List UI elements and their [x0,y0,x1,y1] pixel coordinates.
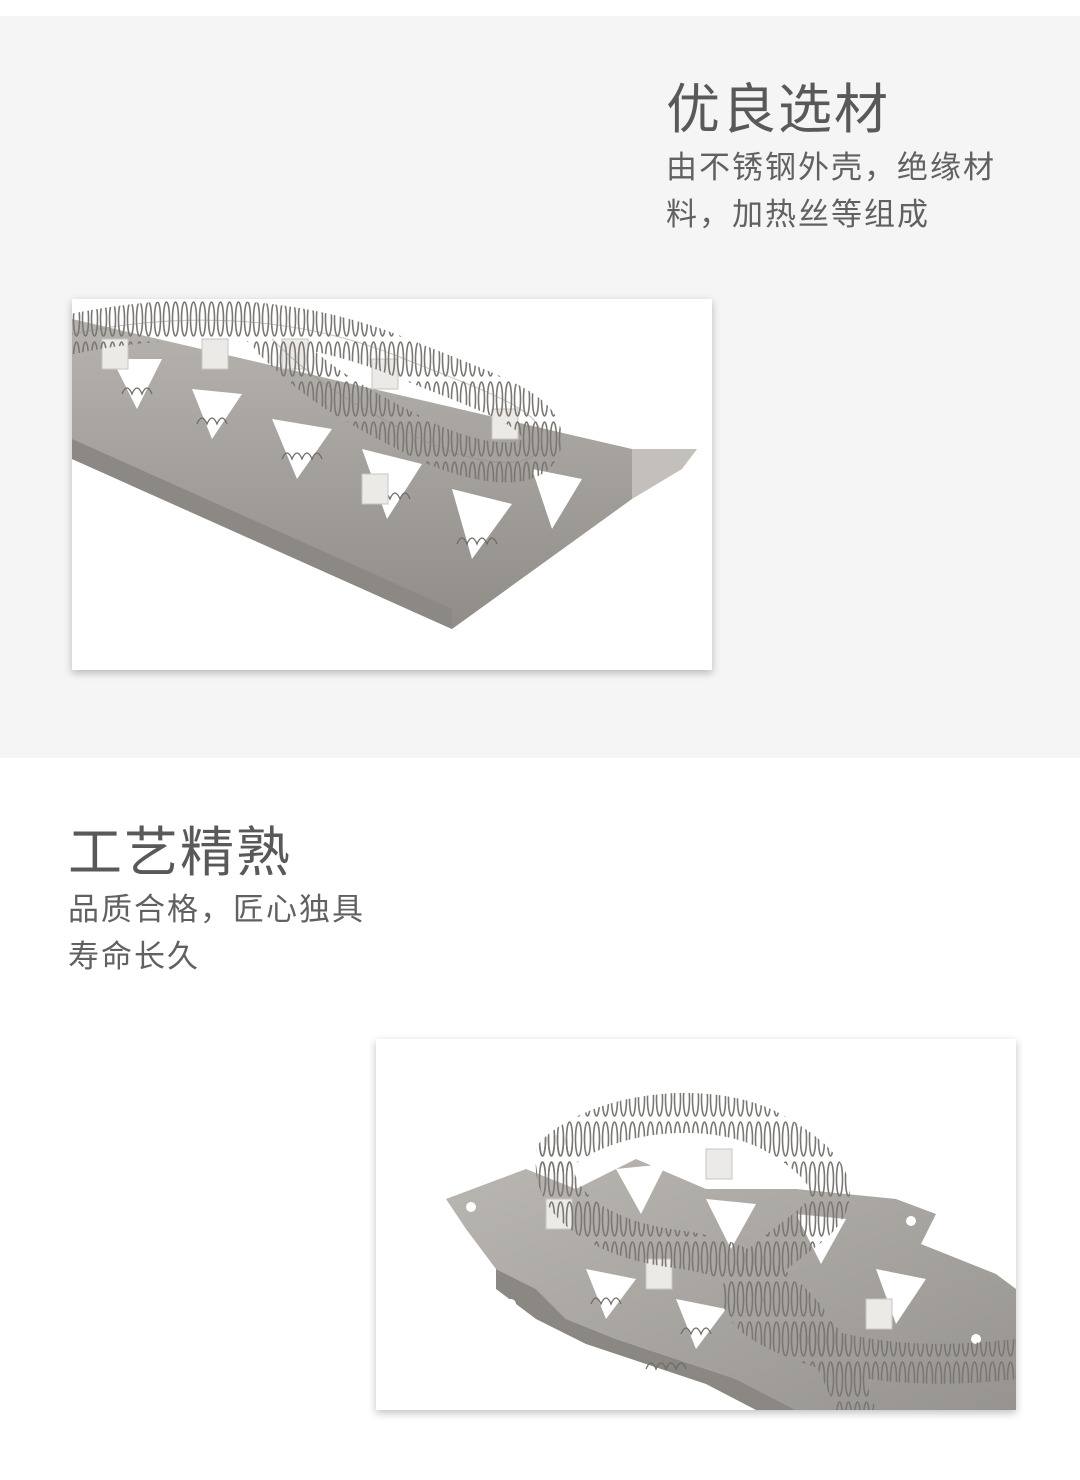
section2-description: 品质合格，匠心独具 寿命长久 [68,887,468,981]
section2-title: 工艺精熟 [68,821,292,884]
section1-description: 由不锈钢外壳，绝缘材 料，加热丝等组成 [666,145,1066,239]
section2-description-line-2: 寿命长久 [68,939,200,975]
section1-description-line-2: 料，加热丝等组成 [666,197,930,233]
heater-element-photo-2 [376,1039,1016,1410]
heater-element-photo-1 [72,299,712,670]
section1-title: 优良选材 [666,78,890,141]
section2-description-line-1: 品质合格，匠心独具 [68,892,365,928]
section1-description-line-1: 由不锈钢外壳，绝缘材 [666,150,996,186]
